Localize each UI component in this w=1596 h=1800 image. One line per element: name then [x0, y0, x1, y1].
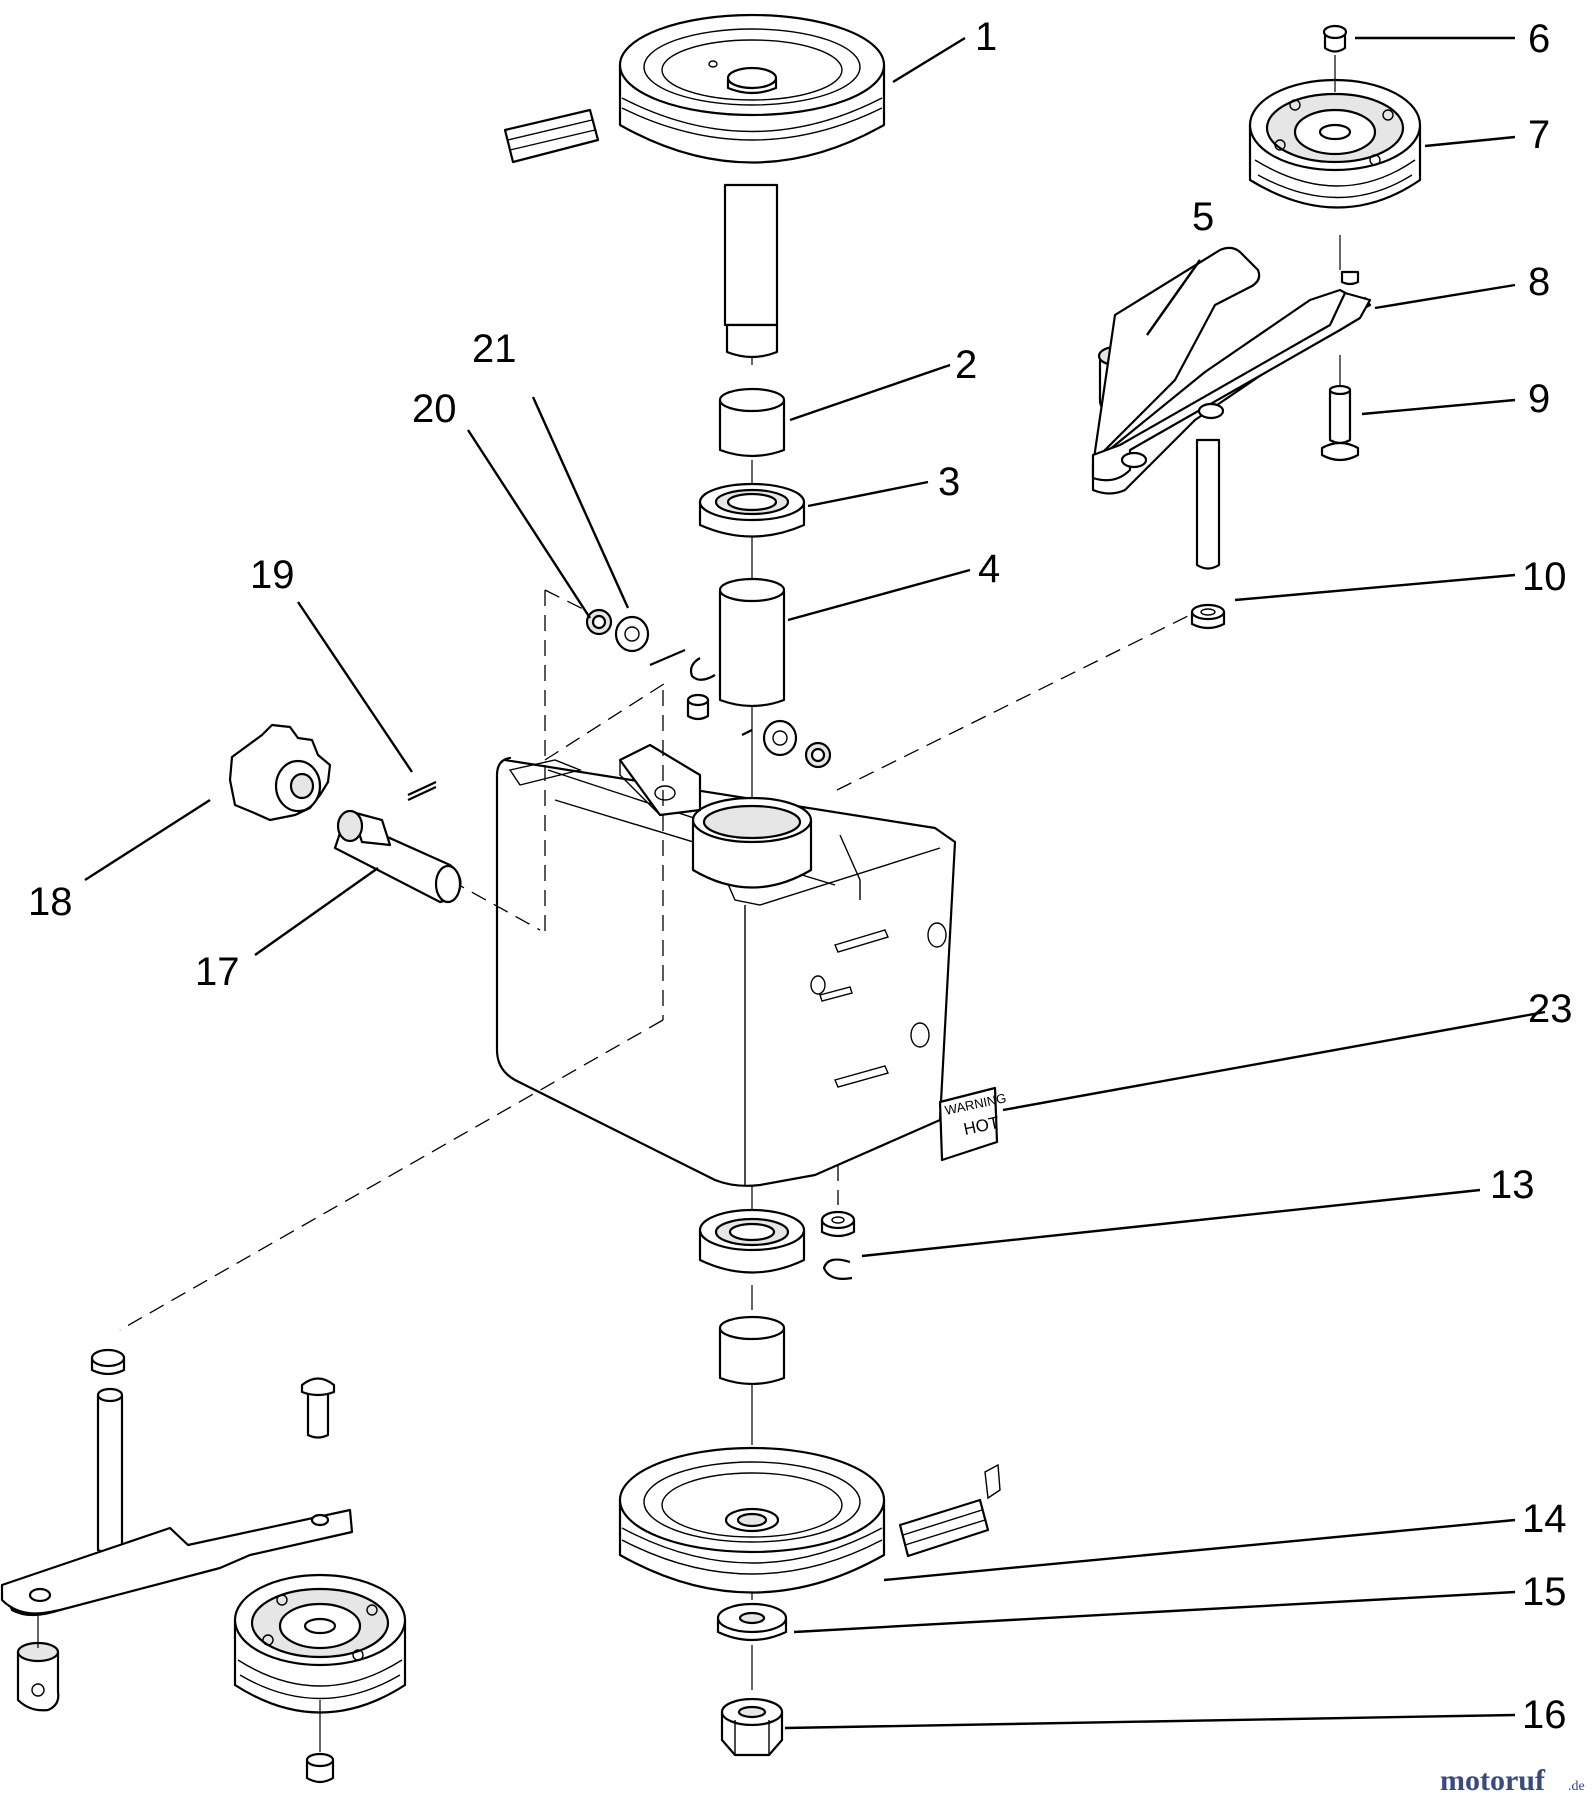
callout-13: 13	[1490, 1163, 1535, 1207]
warning-decal: WARNING HOT	[938, 1086, 1008, 1162]
callout-labels: 1 2 3 4 5 6 7 8 9 10 13 14 15 16 17 18 1…	[28, 15, 1573, 1737]
upper-idler-assembly	[1091, 24, 1422, 630]
lower-bushing	[718, 1315, 786, 1386]
watermark: motoruf .de	[1440, 1764, 1585, 1797]
callout-5: 5	[1192, 195, 1214, 239]
leader-lines	[84, 36, 1546, 1730]
callout-20: 20	[412, 387, 457, 431]
top-pulley-spindle	[503, 13, 886, 359]
upper-bearing	[698, 482, 806, 538]
lower-idler-assembly	[0, 1348, 407, 1784]
adjuster-knob-shaft	[228, 723, 462, 904]
spacer-tube	[718, 577, 786, 708]
lower-washer	[716, 1602, 788, 1642]
callout-4: 4	[978, 547, 1000, 591]
callout-8: 8	[1528, 260, 1550, 304]
callout-2: 2	[955, 343, 977, 387]
housing-bracket	[495, 743, 957, 1187]
callout-21: 21	[472, 327, 517, 371]
lower-bearing	[698, 1208, 806, 1274]
callout-1: 1	[975, 15, 997, 59]
callout-6: 6	[1528, 17, 1550, 61]
callout-23: 23	[1528, 987, 1573, 1031]
callout-10: 10	[1522, 555, 1567, 599]
callout-3: 3	[938, 460, 960, 504]
callout-18: 18	[28, 880, 73, 924]
callout-19: 19	[250, 553, 295, 597]
watermark-suffix: .de	[1568, 1779, 1585, 1794]
lower-nut	[720, 1697, 784, 1757]
callout-17: 17	[195, 950, 240, 994]
callout-14: 14	[1522, 1497, 1567, 1541]
callout-15: 15	[1522, 1570, 1567, 1614]
upper-bushing	[718, 387, 786, 458]
retaining-hardware-upper	[585, 608, 832, 769]
callout-7: 7	[1528, 113, 1550, 157]
callout-16: 16	[1522, 1693, 1567, 1737]
lower-pulley	[618, 1446, 1001, 1594]
callout-9: 9	[1528, 377, 1550, 421]
watermark-brand: motoruf	[1440, 1764, 1546, 1797]
lower-retainer	[820, 1210, 856, 1280]
